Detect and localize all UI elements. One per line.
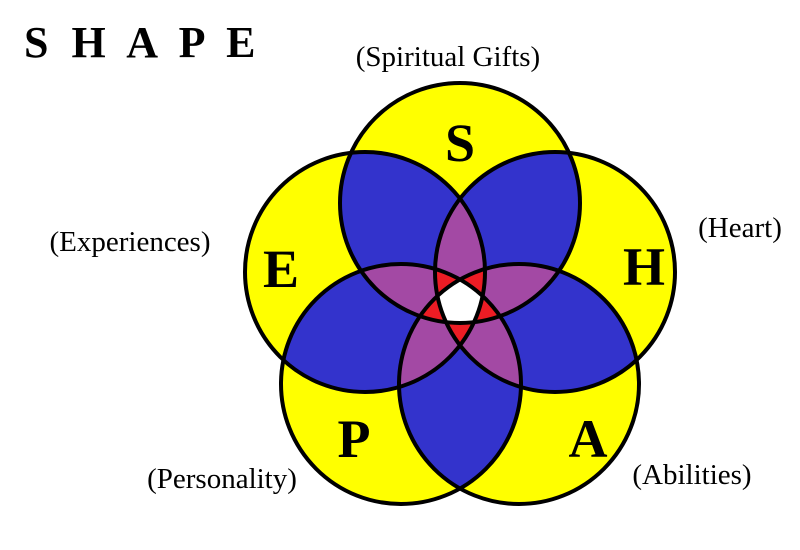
letter-e: E xyxy=(263,239,299,299)
label-experiences: (Experiences) xyxy=(49,226,210,258)
label-heart: (Heart) xyxy=(698,212,782,244)
label-spiritual-gifts: (Spiritual Gifts) xyxy=(356,41,540,73)
label-abilities: (Abilities) xyxy=(632,459,751,491)
letter-p: P xyxy=(338,409,371,469)
page-title: S H A P E xyxy=(24,18,261,67)
circle-labels: (Spiritual Gifts) (Heart) (Abilities) (P… xyxy=(49,41,781,495)
letter-s: S xyxy=(445,113,475,173)
label-personality: (Personality) xyxy=(147,463,297,495)
circle-letters: S H A P E xyxy=(263,113,665,469)
letter-h: H xyxy=(623,237,665,297)
letter-a: A xyxy=(569,409,608,469)
